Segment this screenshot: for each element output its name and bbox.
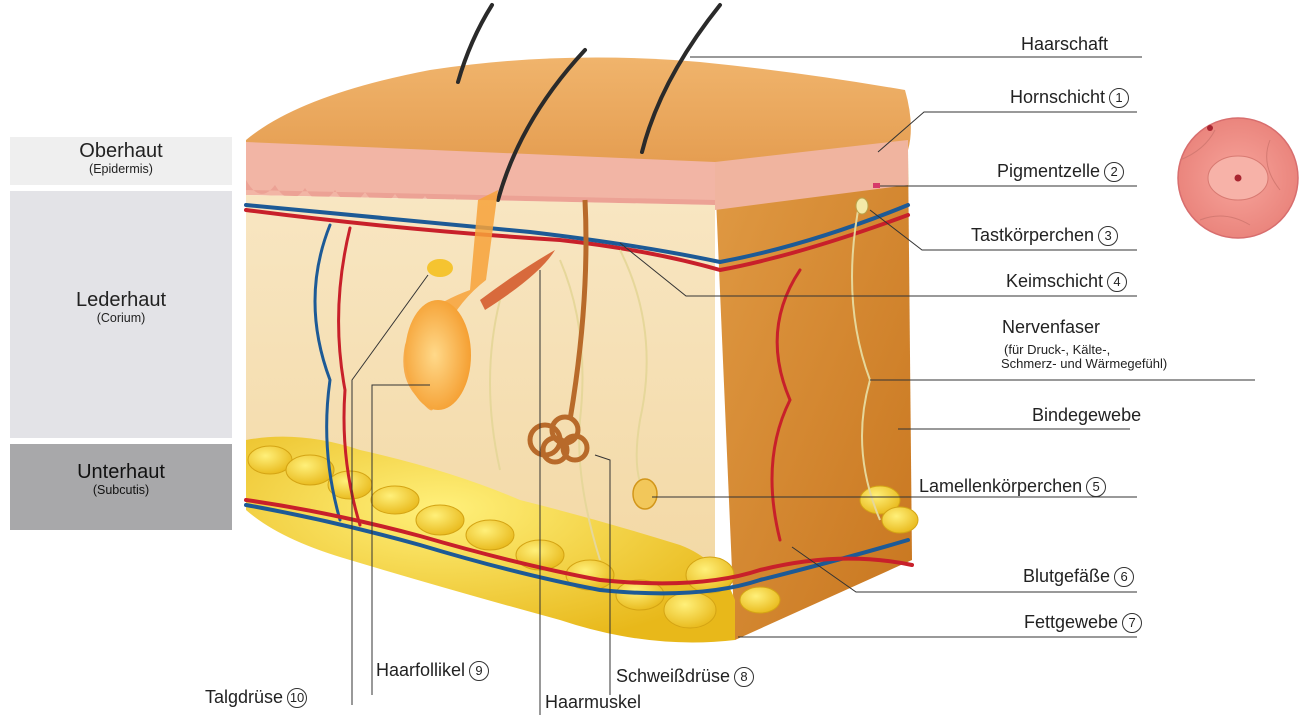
label-lamellenkoerperchen-number: 5 [1086,477,1106,497]
sebaceous-gland [427,259,453,277]
label-nervenfaser: Nervenfaser [1002,317,1100,337]
label-haarschaft-text: Haarschaft [1021,34,1108,54]
lamellar-corpuscle [633,479,657,509]
label-pigmentzelle-text: Pigmentzelle [997,161,1100,181]
label-haarschaft: Haarschaft [1021,34,1108,54]
label-fettgewebe-number: 7 [1122,613,1142,633]
label-schweissdruese-text: Schweißdrüse [616,666,730,686]
label-talgdruese-number: 10 [287,688,307,708]
label-haarmuskel: Haarmuskel [545,692,641,712]
label-hornschicht-text: Hornschicht [1010,87,1105,107]
label-pigmentzelle-number: 2 [1104,162,1124,182]
label-nervenfaser-note-2: Schmerz- und Wärmegefühl) [1001,357,1167,370]
label-talgdruese-text: Talgdrüse [205,687,283,707]
label-blutgefaesse-number: 6 [1114,567,1134,587]
hair-bulb [405,300,471,410]
label-haarfollikel-text: Haarfollikel [376,660,465,680]
label-tastkoerperchen-number: 3 [1098,226,1118,246]
label-fettgewebe-text: Fettgewebe [1024,612,1118,632]
label-tastkoerperchen-text: Tastkörperchen [971,225,1094,245]
label-hornschicht-number: 1 [1109,88,1129,108]
label-haarfollikel-number: 9 [469,661,489,681]
label-blutgefaesse-text: Blutgefäße [1023,566,1110,586]
label-lamellenkoerperchen-text: Lamellenkörperchen [919,476,1082,496]
label-keimschicht-number: 4 [1107,272,1127,292]
label-keimschicht-text: Keimschicht [1006,271,1103,291]
touch-corpuscle [856,198,868,214]
label-bindegewebe: Bindegewebe [1032,405,1141,425]
pigment-cell-magnification [1178,118,1298,238]
pigment-cell-marker [873,183,880,188]
label-schweissdruese-number: 8 [734,667,754,687]
label-nervenfaser-note-1: (für Druck-, Kälte-, [1004,343,1110,356]
